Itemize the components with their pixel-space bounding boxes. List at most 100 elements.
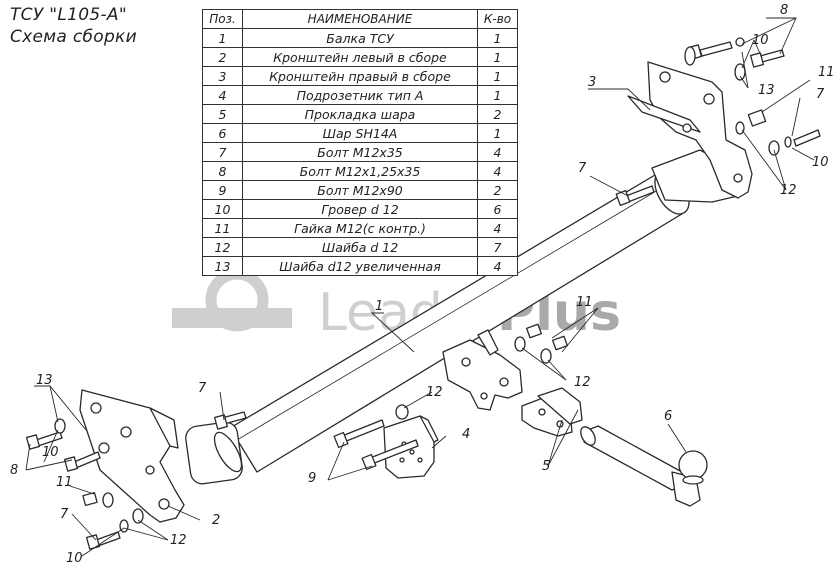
cell-position: 4 — [202, 85, 243, 105]
hardware-right-side — [735, 109, 821, 156]
cell-position: 7 — [202, 142, 243, 162]
callout-12-center: 12 — [574, 375, 591, 390]
callout-4: 4 — [462, 427, 470, 442]
callout-13-right: 13 — [758, 83, 775, 98]
callout-1: 1 — [375, 299, 383, 314]
cell-quantity: 4 — [477, 142, 518, 162]
cell-quantity: 4 — [477, 256, 518, 276]
cell-position: 1 — [202, 28, 243, 48]
cell-name: Шар SH14A — [242, 123, 478, 143]
callout-8-left: 8 — [10, 463, 18, 478]
cell-name: Болт М12х90 — [242, 180, 478, 200]
cell-name: Шайба d12 увеличенная — [242, 256, 478, 276]
cell-quantity: 1 — [477, 123, 518, 143]
cell-quantity: 1 — [477, 66, 518, 86]
callout-13-left: 13 — [36, 373, 53, 388]
cell-name: Гайка М12(с контр.) — [242, 218, 478, 238]
callout-10-left-bottom: 10 — [66, 551, 83, 566]
tow-ball — [678, 450, 708, 480]
callout-7-right-top: 7 — [816, 87, 825, 102]
leader-lines — [25, 17, 815, 557]
cell-name: Подрозетник тип А — [242, 85, 478, 105]
callout-10-right-side: 10 — [812, 155, 829, 170]
callout-labels: 3 1 8 10 13 11 7 10 12 7 11 12 12 4 9 5 … — [10, 3, 835, 566]
cell-name: Кронштейн левый в сборе — [242, 47, 478, 67]
cell-name: Гровер d 12 — [242, 199, 478, 219]
cell-quantity: 2 — [477, 104, 518, 124]
cell-position: 5 — [202, 104, 243, 124]
cell-position: 13 — [202, 256, 243, 276]
cell-name: Кронштейн правый в сборе — [242, 66, 478, 86]
cell-name: Шайба d 12 — [242, 237, 478, 257]
header-quantity: К-во — [477, 9, 518, 29]
tow-ball-assembly — [580, 425, 708, 507]
cell-position: 6 — [202, 123, 243, 143]
cell-name: Прокладка шара — [242, 104, 478, 124]
cell-quantity: 4 — [477, 161, 518, 181]
callout-11-center: 11 — [576, 295, 593, 310]
cell-quantity: 6 — [477, 199, 518, 219]
cell-quantity: 1 — [477, 28, 518, 48]
callout-10-left-top: 10 — [42, 445, 59, 460]
callout-12-right: 12 — [780, 183, 797, 198]
cell-position: 9 — [202, 180, 243, 200]
right-bracket — [627, 61, 753, 199]
callout-7-left-bottom: 7 — [60, 507, 69, 522]
watermark-logo — [172, 268, 292, 332]
cell-name: Балка ТСУ — [242, 28, 478, 48]
header-name: НАИМЕНОВАНИЕ — [242, 9, 478, 29]
callout-7-beam: 7 — [578, 161, 587, 176]
bolt-7-right — [615, 185, 655, 206]
cell-position: 11 — [202, 218, 243, 238]
callout-3: 3 — [588, 75, 596, 90]
cell-quantity: 4 — [477, 218, 518, 238]
center-mount-plates — [442, 329, 523, 411]
diagram-subtitle: Схема сборки — [10, 27, 137, 47]
callout-9: 9 — [308, 471, 316, 486]
cell-position: 2 — [202, 47, 243, 67]
callout-11-right: 11 — [818, 65, 835, 80]
callout-12-socket: 12 — [426, 385, 443, 400]
cell-quantity: 7 — [477, 237, 518, 257]
cell-quantity: 1 — [477, 85, 518, 105]
long-bolts — [333, 419, 419, 471]
callout-10-right-top: 10 — [752, 33, 769, 48]
callout-12-left: 12 — [170, 533, 187, 548]
callout-6: 6 — [664, 409, 672, 424]
callout-2: 2 — [212, 513, 220, 528]
ball-spacers — [521, 387, 583, 437]
cell-position: 3 — [202, 66, 243, 86]
callout-7-left-top: 7 — [198, 381, 207, 396]
header-position: Поз. — [202, 9, 243, 29]
cell-position: 8 — [202, 161, 243, 181]
cell-position: 10 — [202, 199, 243, 219]
product-title: ТСУ "L105-A" — [10, 5, 127, 25]
callout-11-left: 11 — [56, 475, 73, 490]
cell-position: 12 — [202, 237, 243, 257]
cell-quantity: 2 — [477, 180, 518, 200]
cell-name: Болт М12х35 — [242, 142, 478, 162]
callout-5: 5 — [542, 459, 550, 474]
hardware-center — [514, 323, 568, 364]
cell-name: Болт М12х1,25х35 — [242, 161, 478, 181]
hardware-right-top — [684, 37, 785, 81]
cell-quantity: 1 — [477, 47, 518, 67]
callout-8-right: 8 — [780, 3, 788, 18]
